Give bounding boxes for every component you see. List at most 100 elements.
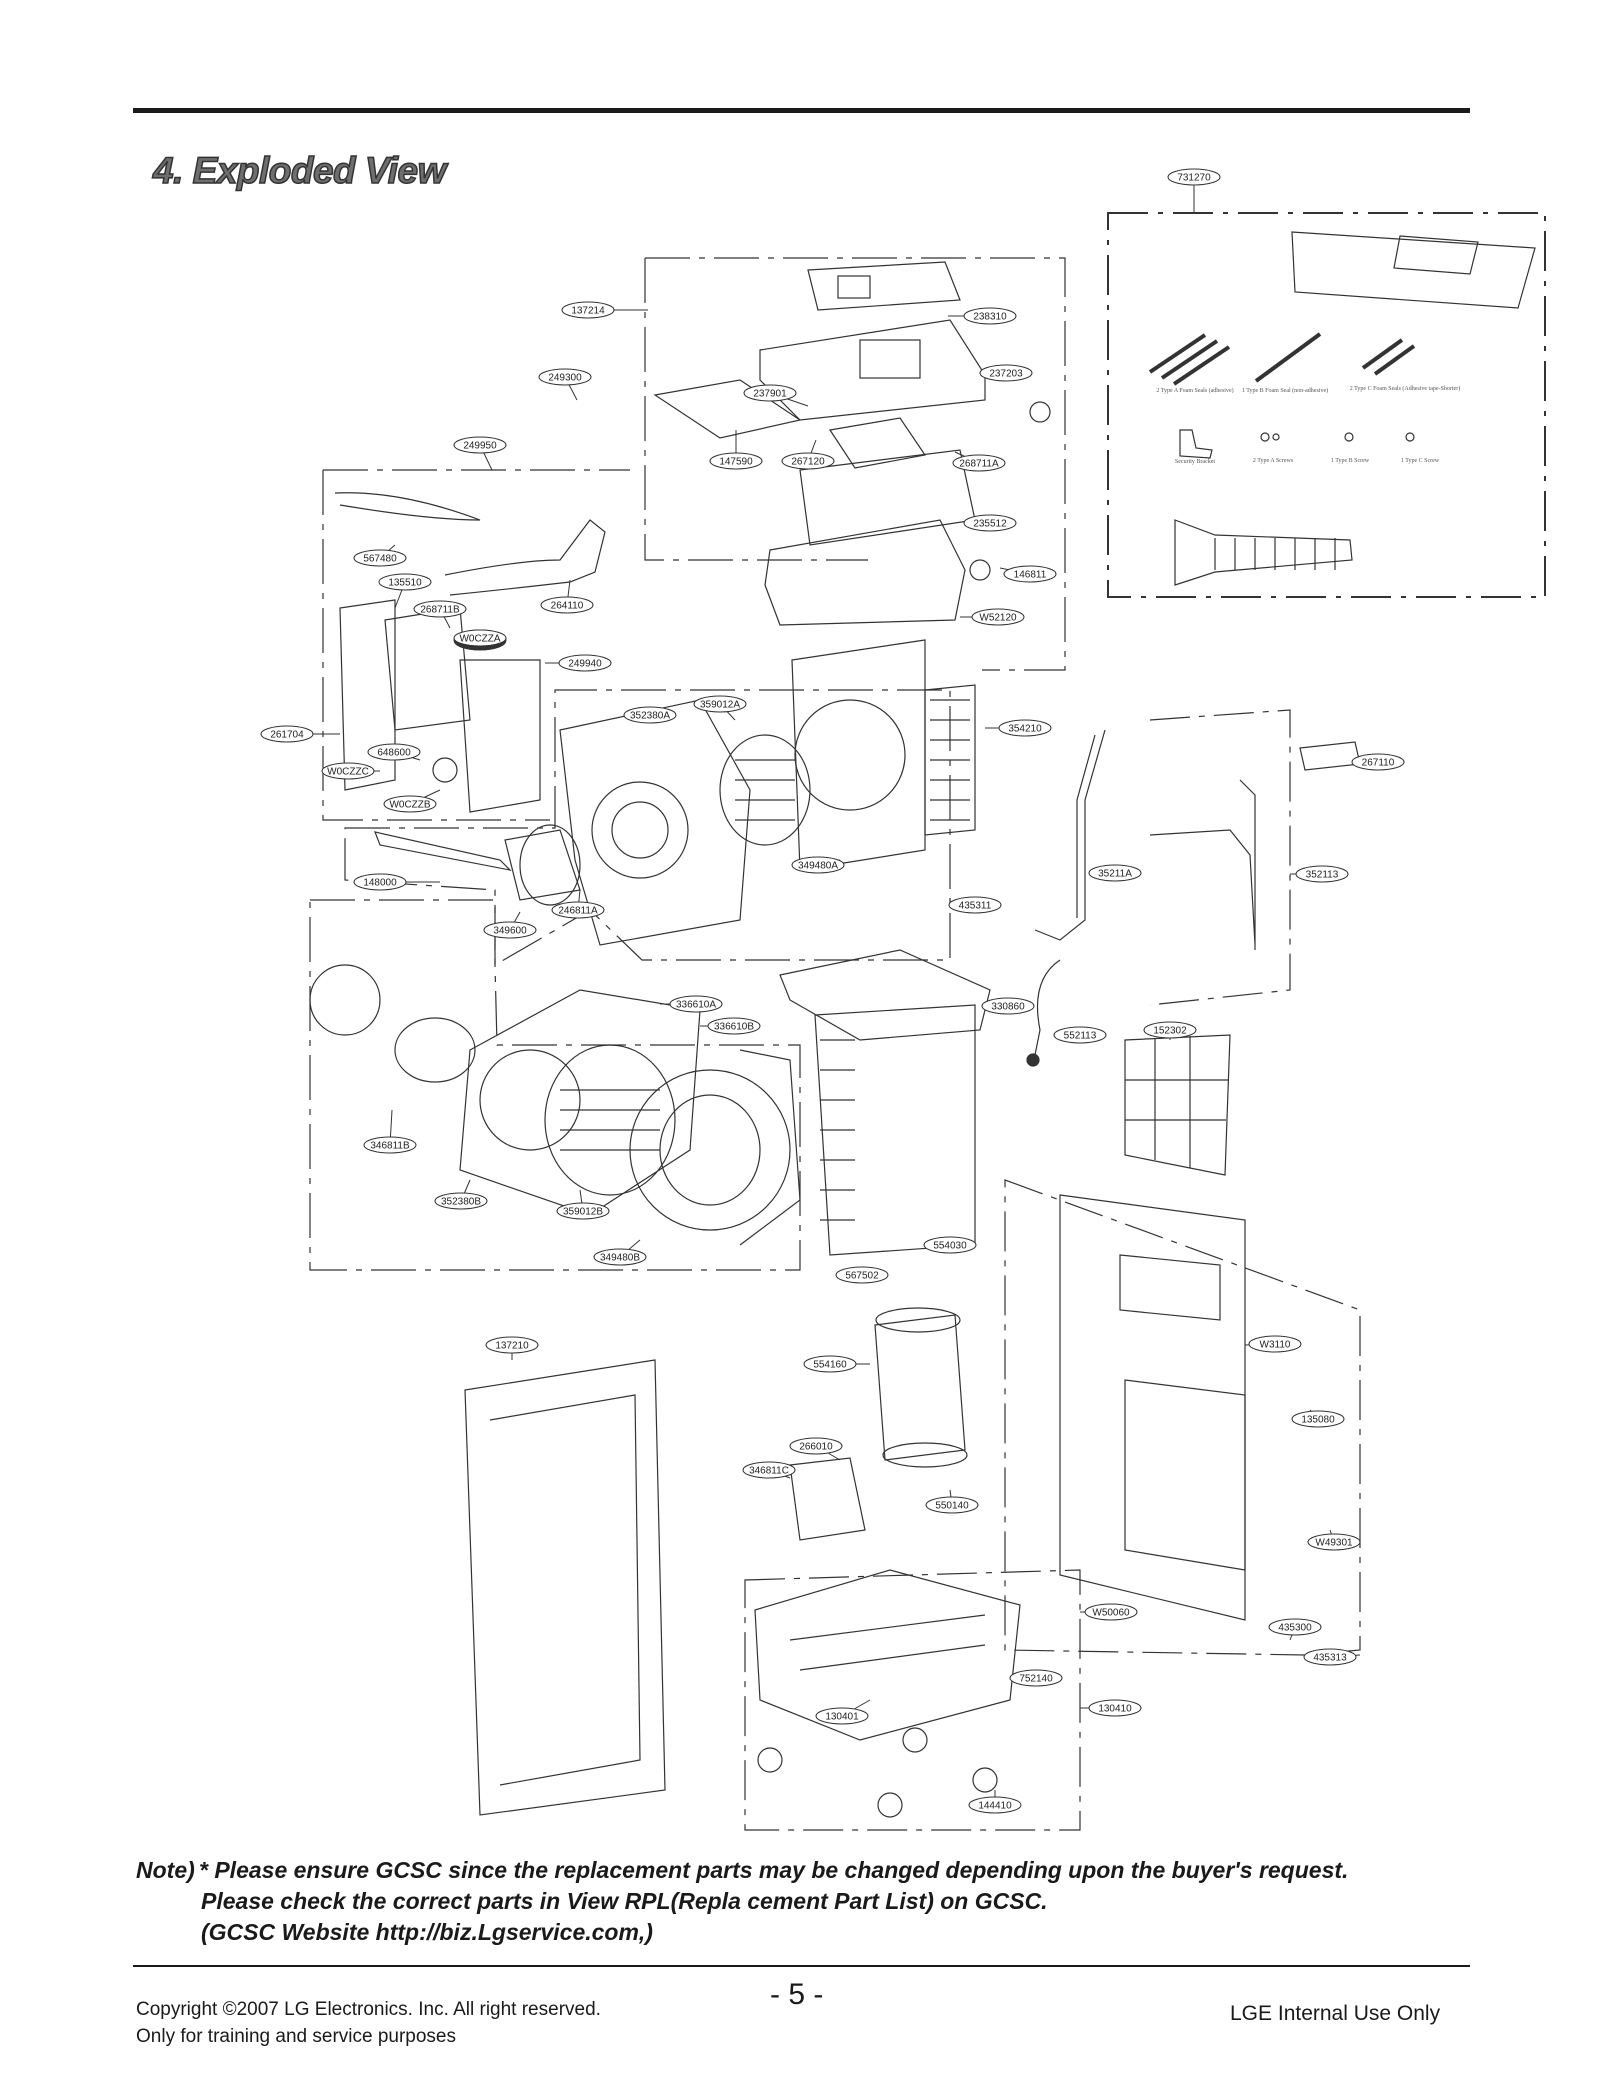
kit-foam-c (1361, 338, 1416, 376)
part-label-35211a: 35211A (1088, 864, 1142, 882)
part-label-267110: 267110 (1351, 753, 1405, 771)
label-oval (1088, 864, 1142, 882)
part-number: 552113 (1064, 1031, 1097, 1042)
part-number: 346811C (749, 1466, 789, 1477)
motor (309, 964, 381, 1036)
part-label-235512: 235512 (963, 514, 1017, 532)
label-oval (979, 364, 1033, 382)
part-number: 435311 (959, 901, 992, 912)
part-label-752140: 752140 (1009, 1669, 1063, 1687)
label-oval (353, 873, 407, 891)
part-label-435300: 435300 (1268, 1618, 1322, 1641)
label-oval (453, 629, 507, 647)
part-number: 261704 (270, 730, 304, 741)
part-label-268711a: 268711A (952, 451, 1006, 472)
part-label-552113: 552113 (1053, 1026, 1107, 1044)
label-oval (538, 368, 592, 386)
label-oval (558, 654, 612, 672)
filter-tray (653, 379, 802, 439)
pipe-b (1149, 779, 1256, 950)
box-cover (459, 659, 541, 813)
part-number: 130401 (825, 1712, 859, 1723)
note-line-1: * Please ensure GCSC since the replaceme… (199, 1857, 1349, 1883)
part-label-w3110: W3110 (1244, 1335, 1302, 1353)
part-label-359012b: 359012B (556, 1189, 610, 1220)
part-number: 550140 (935, 1501, 969, 1512)
label-oval (709, 452, 763, 470)
upper-fan-shroud (791, 639, 926, 871)
part-number: 146811 (1014, 570, 1047, 581)
drain-connector (1299, 741, 1361, 771)
part-number: 238310 (973, 312, 1007, 323)
sensor-wire (1034, 959, 1061, 1056)
label-oval (1003, 565, 1057, 583)
compressor (874, 1314, 966, 1461)
label-oval (835, 1266, 889, 1284)
display-panel (807, 261, 961, 311)
footer-left: Copyright ©2007 LG Electronics. Inc. All… (136, 1996, 601, 2050)
part-number: 554030 (933, 1241, 967, 1252)
part-number: 349600 (493, 926, 527, 937)
part-number: 554160 (813, 1360, 847, 1371)
upper-fan-wheel (719, 734, 811, 846)
part-label-137214: 137214 (561, 301, 648, 319)
part-number: W3110 (1260, 1340, 1291, 1351)
caster (757, 1747, 783, 1773)
drain-rail (374, 831, 512, 871)
label-oval (1053, 1026, 1107, 1044)
label-oval (1291, 1410, 1345, 1428)
part-label-731270: 731270 (1167, 168, 1221, 213)
float-switch (789, 1457, 866, 1541)
part-number: 144410 (978, 1801, 1012, 1812)
base-pan (754, 1569, 1021, 1741)
part-number: 731270 (1177, 173, 1211, 184)
label-oval (925, 1496, 979, 1514)
part-label-264110: 264110 (540, 579, 594, 614)
part-label-567480: 567480 (353, 544, 407, 567)
label-oval (948, 896, 1002, 914)
label-oval (378, 573, 432, 591)
lower-fan-housing (459, 989, 701, 1216)
evaporator-coil (924, 684, 976, 836)
part-number: 648600 (377, 748, 411, 759)
part-label-249300: 249300 (538, 368, 592, 401)
control-board (384, 607, 471, 731)
front-cabinet (464, 1359, 666, 1816)
part-label-w0czzc: W0CZZC (321, 762, 380, 780)
part-number: 359012B (563, 1207, 603, 1218)
part-number: 352113 (1306, 870, 1339, 881)
part-label-349480b: 349480B (593, 1239, 647, 1266)
label-oval (1143, 1021, 1197, 1039)
part-label-144410: 144410 (968, 1790, 1022, 1814)
part-label-435313: 435313 (1303, 1648, 1361, 1666)
label-oval (1303, 1648, 1357, 1666)
part-label-352380a: 352380A (623, 706, 677, 724)
part-number: 249940 (568, 659, 602, 670)
label-oval (1268, 1618, 1322, 1636)
part-label-330860: 330860 (981, 997, 1035, 1015)
part-label-249940: 249940 (545, 654, 612, 672)
label-oval (363, 1136, 417, 1154)
kit-foam-b (1254, 332, 1322, 383)
part-number: 137210 (495, 1341, 529, 1352)
part-number: 237901 (753, 389, 787, 400)
label-oval (1351, 753, 1405, 771)
motor-mount (504, 829, 581, 901)
part-label-249950: 249950 (453, 436, 507, 471)
bottom-rule (133, 1965, 1470, 1967)
part-number: 148000 (363, 878, 397, 889)
part-number: 246811A (558, 906, 598, 917)
part-label-554160: 554160 (803, 1355, 870, 1373)
part-label-648600: 648600 (367, 743, 421, 761)
part-number: 135080 (1301, 1415, 1335, 1426)
label-oval (742, 1461, 796, 1479)
label-oval (669, 995, 723, 1013)
note-lead: Note) (136, 1857, 195, 1883)
part-label-135080: 135080 (1291, 1409, 1345, 1428)
part-label-w0czza: W0CZZA (453, 629, 507, 647)
label-oval (981, 997, 1035, 1015)
part-label-w52120: W52120 (960, 608, 1025, 626)
part-label-147590: 147590 (709, 430, 763, 470)
part-label-352113: 352113 (1290, 865, 1349, 883)
part-number: 249950 (463, 441, 497, 452)
